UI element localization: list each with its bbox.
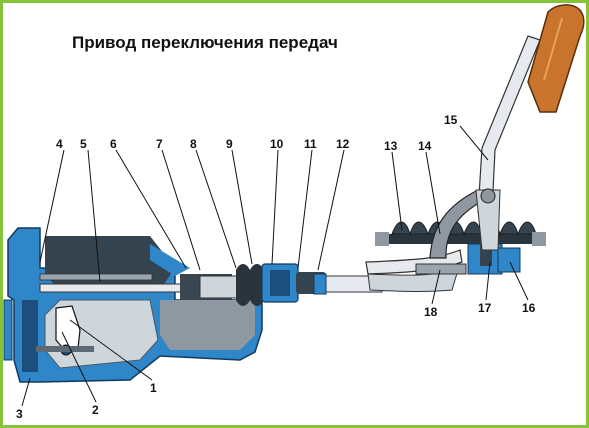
callout-8: 8 [190, 137, 197, 151]
callout-12: 12 [336, 137, 350, 151]
callout-5: 5 [80, 137, 87, 151]
callout-4: 4 [56, 137, 63, 151]
diagram-title: Привод переключения передач [72, 33, 338, 52]
callout-17: 17 [478, 301, 492, 315]
lever-cover [375, 221, 546, 246]
callout-11: 11 [304, 137, 317, 151]
callout-18: 18 [424, 305, 438, 319]
callout-10: 10 [270, 137, 284, 151]
callout-labels: 4 5 6 7 8 9 10 11 12 13 14 15 1 2 3 18 1… [16, 113, 536, 421]
leader-lines [21, 125, 529, 407]
rod-seal-spring [180, 264, 264, 306]
shift-finger [36, 305, 94, 356]
callout-6: 6 [110, 137, 117, 151]
callout-3: 3 [16, 407, 23, 421]
rod-coupling [261, 263, 383, 303]
callout-1: 1 [150, 381, 157, 395]
lever-handle [527, 4, 585, 113]
callout-9: 9 [226, 137, 233, 151]
callout-15: 15 [444, 113, 458, 127]
callout-14: 14 [418, 139, 432, 153]
shift-tube [365, 249, 467, 292]
gear-lever [475, 35, 541, 251]
callout-16: 16 [522, 301, 536, 315]
callout-7: 7 [156, 137, 163, 151]
callout-13: 13 [384, 139, 398, 153]
callout-2: 2 [92, 403, 99, 417]
